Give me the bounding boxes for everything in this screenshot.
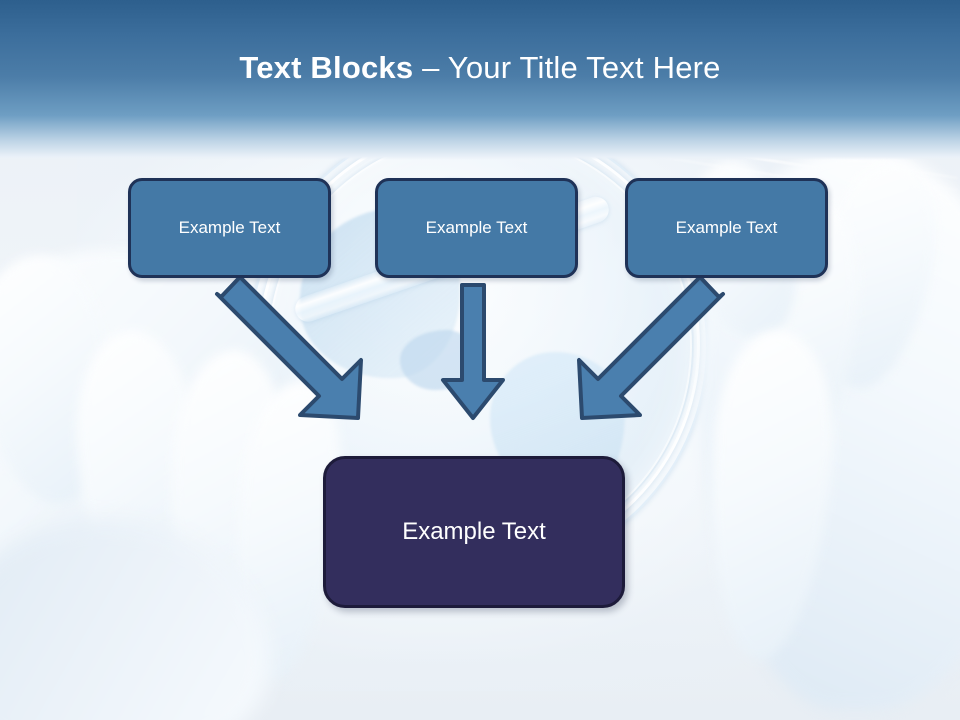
page-title-rest: – Your Title Text Here <box>413 50 721 85</box>
arrow-down-left-icon <box>577 275 725 420</box>
text-block-3[interactable]: Example Text <box>625 178 828 278</box>
page-title-strong: Text Blocks <box>239 50 414 85</box>
text-block-result-label: Example Text <box>402 518 546 545</box>
page-title: Text Blocks – Your Title Text Here <box>0 50 960 86</box>
text-block-2[interactable]: Example Text <box>375 178 578 278</box>
title-band <box>0 0 960 160</box>
text-block-3-label: Example Text <box>675 218 778 237</box>
text-block-2-label: Example Text <box>425 218 528 237</box>
arrow-down-right-icon <box>215 275 363 420</box>
text-block-1[interactable]: Example Text <box>128 178 331 278</box>
arrow-down-icon <box>441 283 505 420</box>
text-block-result[interactable]: Example Text <box>323 456 625 608</box>
text-block-1-label: Example Text <box>178 218 281 237</box>
